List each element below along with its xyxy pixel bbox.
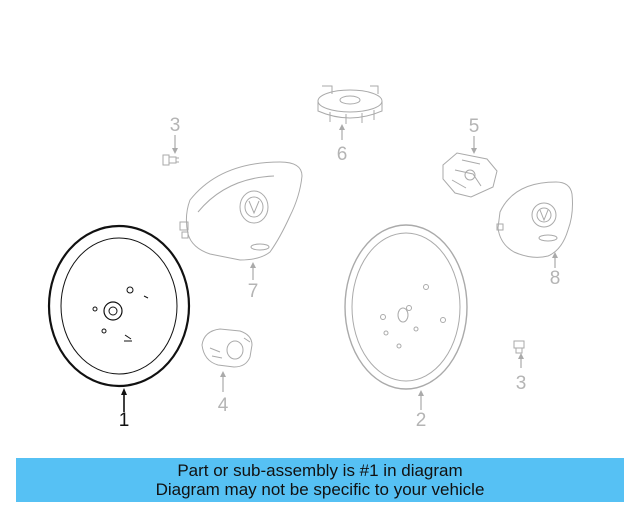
bracket-part-4[interactable] (201, 328, 253, 368)
bolt-part-3-lower[interactable] (513, 340, 525, 354)
steering-wheel-part-1[interactable] (47, 224, 191, 388)
bolt-part-3-upper[interactable] (162, 154, 179, 166)
leader-arrow-8 (552, 252, 558, 258)
callout-3-lower[interactable]: 3 (515, 373, 527, 394)
airbag-part-7[interactable] (179, 161, 303, 261)
leader-arrow-4 (220, 371, 226, 377)
callout-2[interactable]: 2 (415, 410, 427, 431)
leader-arrow-1 (121, 388, 127, 395)
banner-line-disclaimer: Diagram may not be specific to your vehi… (155, 480, 485, 499)
callout-3-upper[interactable]: 3 (169, 115, 181, 136)
parts-diagram (47, 85, 573, 412)
callout-4[interactable]: 4 (217, 395, 229, 416)
callout-8[interactable]: 8 (549, 268, 561, 289)
module-part-5[interactable] (442, 152, 498, 198)
info-banner: Part or sub-assembly is #1 in diagram Di… (16, 458, 624, 502)
clock-spring-part-6[interactable] (317, 85, 383, 124)
leader-arrow-3-lower (518, 353, 524, 359)
callout-7[interactable]: 7 (247, 281, 259, 302)
airbag-part-8[interactable] (496, 181, 573, 258)
leader-arrow-7 (250, 262, 256, 268)
leader-arrow-6 (339, 124, 345, 130)
callout-5[interactable]: 5 (468, 116, 480, 137)
leader-arrow-2 (418, 390, 424, 396)
callout-6[interactable]: 6 (336, 144, 348, 165)
banner-line-part-number: Part or sub-assembly is #1 in diagram (177, 461, 463, 480)
leader-arrow-5 (471, 148, 477, 154)
callout-1[interactable]: 1 (118, 410, 130, 431)
steering-wheel-part-2[interactable] (344, 224, 468, 390)
leader-arrow-3-upper (172, 148, 178, 154)
